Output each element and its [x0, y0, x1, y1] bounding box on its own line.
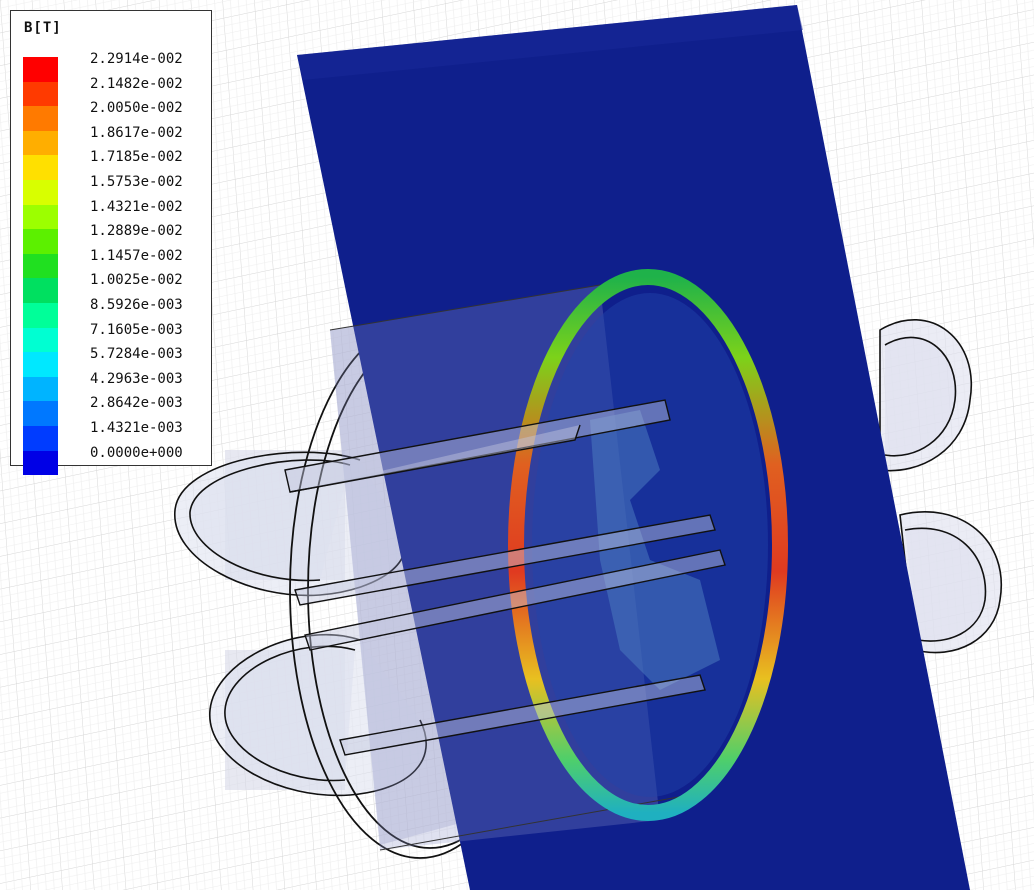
- legend-swatch: [23, 106, 58, 131]
- legend-label: 2.2914e-002: [90, 51, 183, 67]
- legend-swatch: [23, 180, 58, 205]
- legend-label: 0.0000e+000: [90, 444, 183, 461]
- legend-label: 1.8617e-002: [90, 124, 183, 141]
- legend-swatch: [23, 303, 58, 328]
- legend-swatch: [23, 352, 58, 377]
- conductor-bars: [284, 399, 726, 756]
- legend-swatch: [23, 229, 58, 254]
- legend-swatch: [23, 426, 58, 451]
- legend-swatch: [23, 253, 58, 279]
- core-body-front: [329, 284, 691, 851]
- legend-swatch: [23, 57, 58, 82]
- legend-label: 7.1605e-003: [90, 321, 183, 338]
- legend-swatch: [23, 278, 58, 303]
- legend-swatch: [23, 81, 58, 107]
- legend-label: 1.7185e-002: [90, 149, 183, 166]
- legend-label: 5.7284e-003: [90, 346, 183, 363]
- legend-swatch: [23, 376, 58, 402]
- legend-label: 1.1457e-002: [90, 247, 183, 264]
- legend-swatch: [23, 450, 58, 476]
- coil-loops-left: [174, 451, 427, 797]
- legend-label: 1.4321e-003: [90, 420, 183, 436]
- legend-label: 8.5926e-003: [90, 297, 183, 313]
- coil-loops-right: [879, 319, 1003, 654]
- legend-swatch: [23, 155, 58, 180]
- legend-swatch: [23, 204, 58, 230]
- legend-label: 2.1482e-002: [90, 75, 183, 92]
- legend-label: 1.4321e-002: [90, 198, 183, 215]
- legend-label: 1.2889e-002: [90, 223, 183, 240]
- legend-label: 1.0025e-002: [90, 272, 183, 289]
- field-ring: [508, 269, 788, 821]
- legend-swatch: [23, 401, 58, 426]
- legend-label: 2.0050e-002: [90, 100, 183, 117]
- legend-title: B[T]: [24, 20, 62, 36]
- legend-swatch: [23, 327, 58, 353]
- legend-label: 2.8642e-003: [90, 395, 183, 412]
- legend-swatch: [23, 130, 58, 156]
- legend-label: 4.2963e-003: [90, 370, 183, 387]
- field-legend: B[T] 2.2914e-002 2.1482e-002 2.0050e-002 1.…: [10, 10, 212, 476]
- legend-label: 1.5753e-002: [90, 174, 183, 190]
